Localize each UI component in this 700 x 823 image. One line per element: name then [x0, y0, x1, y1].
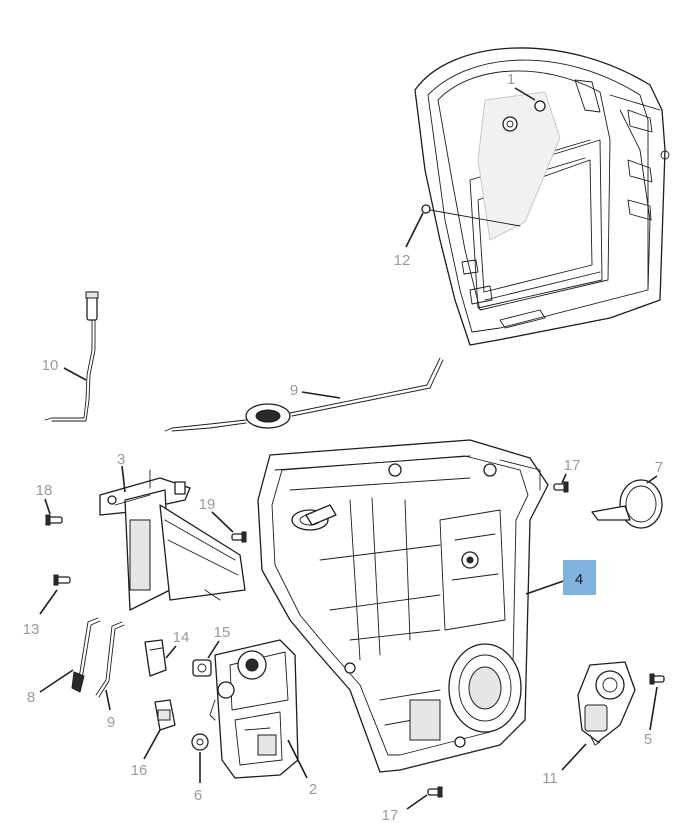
part-8-rod — [71, 617, 101, 693]
part-14-clip — [144, 639, 167, 677]
part-9-lower-rod — [95, 621, 125, 698]
callout-12: 12 — [394, 252, 411, 269]
callout-19: 19 — [199, 496, 216, 513]
callout-13: 13 — [23, 621, 40, 638]
callout-6: 6 — [194, 787, 202, 804]
callout-4: 4 — [575, 571, 583, 588]
callout-16: 16 — [131, 762, 148, 779]
callouts: 1 12 10 9 3 4 17 7 18 19 13 14 15 8 9 5 … — [23, 71, 664, 823]
callout-10: 10 — [42, 357, 59, 374]
part-7-seal — [591, 479, 663, 529]
door-shell — [414, 47, 670, 346]
callout-7: 7 — [655, 459, 663, 476]
callout-11: 11 — [542, 770, 558, 787]
callout-17-lower: 17 — [382, 807, 399, 823]
part-11-window-motor — [577, 661, 636, 746]
callout-15: 15 — [214, 624, 231, 641]
part-4-module — [257, 439, 549, 773]
part-3-bracket — [99, 469, 246, 611]
callout-17-upper: 17 — [564, 457, 581, 474]
callout-2: 2 — [309, 781, 317, 798]
callout-9-upper: 9 — [290, 382, 298, 399]
part-9-cable — [164, 357, 444, 432]
part-2-latch — [209, 639, 299, 779]
part-18-screw — [45, 514, 63, 526]
callout-1: 1 — [507, 71, 515, 88]
part-16-bracket — [154, 699, 176, 731]
leader-lines — [39, 87, 658, 810]
part-6-nut — [191, 733, 209, 751]
part-15-clip — [192, 659, 212, 677]
callout-5: 5 — [644, 731, 652, 748]
part-19-screw — [231, 531, 247, 543]
callout-14: 14 — [173, 629, 190, 646]
part-10-rod — [44, 291, 99, 422]
part-17-bolt-upper — [553, 481, 569, 493]
part-17-bolt-lower — [427, 786, 443, 798]
callout-3: 3 — [117, 451, 125, 468]
part-13-screw — [53, 574, 71, 586]
callout-9-lower: 9 — [107, 714, 115, 731]
callout-8: 8 — [27, 689, 35, 706]
callout-18: 18 — [36, 482, 53, 499]
part-5-bolt — [649, 673, 665, 685]
callout-4-highlight-box — [563, 560, 596, 595]
